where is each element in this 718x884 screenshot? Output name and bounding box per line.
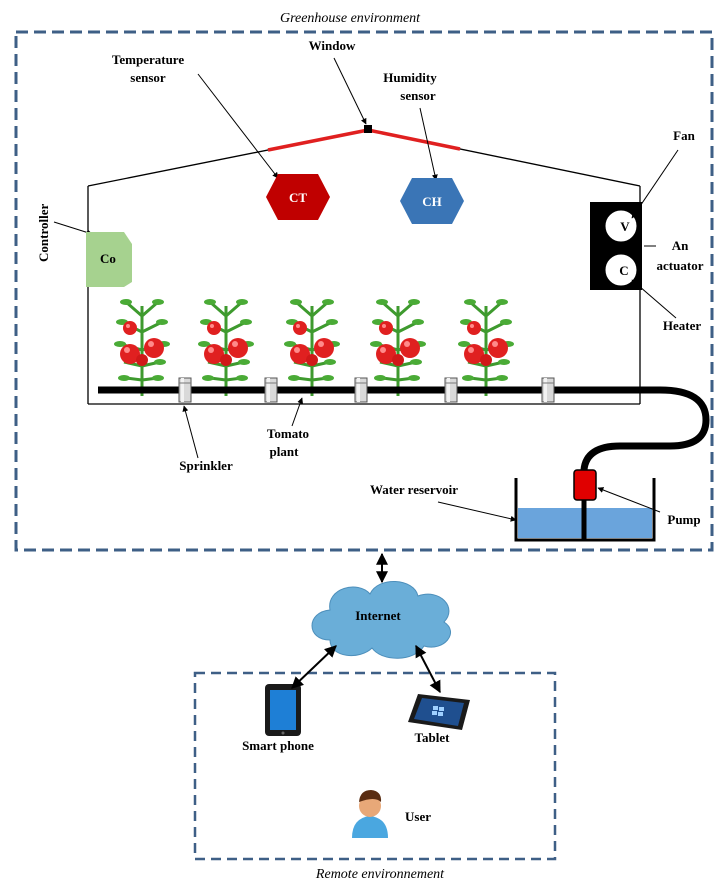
heater-node [604, 253, 638, 287]
actuator-label-line2: actuator [657, 258, 704, 273]
tomato-plant-4 [368, 297, 428, 396]
internet-cloud [311, 581, 451, 659]
controller-label: Controller [36, 204, 51, 262]
tomato-plant-label-line1: Tomato [267, 426, 309, 441]
humidity-sensor-code: CH [422, 194, 442, 209]
humidity-sensor-label-line1: Humidity [383, 70, 437, 85]
internet-label: Internet [355, 608, 401, 623]
greenhouse-boundary [14, 30, 714, 552]
sprinkler-label: Sprinkler [179, 458, 233, 473]
remote-boundary [193, 671, 557, 861]
remote-title: Remote environnement [315, 867, 445, 882]
greenhouse-house [87, 129, 641, 405]
smart-phone-label: Smart phone [242, 738, 314, 753]
window [267, 125, 461, 152]
sprinkler-1 [178, 377, 192, 403]
tomato-plant-1 [112, 297, 172, 396]
sprinkler-5 [541, 377, 555, 403]
tablet-icon [408, 694, 470, 730]
water-reservoir-label: Water reservoir [370, 482, 458, 497]
window-label: Window [309, 38, 356, 53]
tomato-plant-label-line2: plant [270, 444, 300, 459]
fan-label: Fan [673, 128, 695, 143]
internet-phone-link [291, 645, 337, 689]
humidity-sensor-label-line2: sensor [400, 88, 436, 103]
tablet-label: Tablet [415, 730, 451, 745]
humidity-sensor-node [400, 178, 464, 224]
temperature-sensor-node [266, 174, 330, 220]
actuator [590, 202, 642, 290]
irrigation-pipe [98, 386, 710, 471]
controller-code: Co [100, 251, 116, 266]
temperature-sensor-label-line2: sensor [130, 70, 166, 85]
tomato-plant-2 [196, 297, 256, 396]
heater-label: Heater [663, 318, 701, 333]
user-icon [352, 790, 388, 838]
pump [573, 469, 597, 501]
tomato-plant-5 [456, 297, 516, 396]
temperature-sensor-label-line1: Temperature [112, 52, 184, 67]
internet-tablet-link [415, 644, 441, 694]
water-reservoir [514, 478, 656, 542]
temperature-sensor-code: CT [289, 190, 307, 205]
user-label: User [405, 809, 431, 824]
sprinkler-3 [354, 377, 368, 403]
smart-phone-icon [265, 684, 301, 736]
sprinkler-4 [444, 377, 458, 403]
controller-node [86, 232, 132, 287]
heater-code: C [619, 263, 628, 278]
greenhouse-title: Greenhouse environment [280, 11, 421, 26]
sprinkler-2 [264, 377, 278, 403]
pump-label: Pump [667, 512, 700, 527]
fan-code: V [620, 219, 630, 234]
actuator-label-line1: An [672, 238, 689, 253]
tomato-plant-3 [282, 297, 342, 396]
fan-node [604, 209, 638, 243]
